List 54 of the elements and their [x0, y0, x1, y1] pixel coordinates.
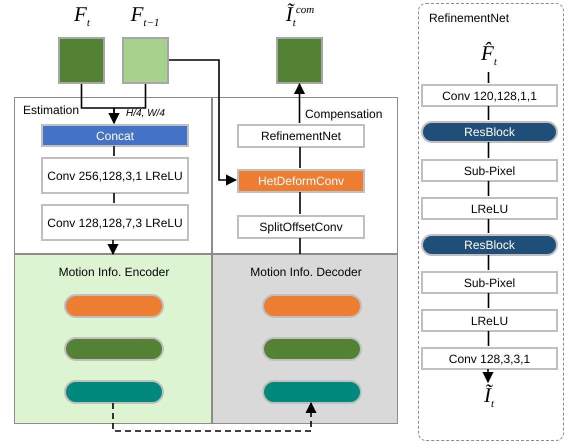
layer-pill — [64, 380, 164, 404]
math-label: F̂$_{t}$ — [471, 41, 507, 73]
module-panel — [418, 3, 564, 441]
layer-block: Concat — [41, 124, 189, 147]
block-pill: ResBlock — [421, 234, 558, 256]
connector-line — [488, 181, 490, 196]
layer-block: LReLU — [421, 197, 558, 220]
module-panel — [14, 254, 212, 424]
layer-block: Conv 128,3,3,1 — [421, 347, 558, 370]
layer-pill — [262, 337, 362, 361]
math-label: F$_{t}$ — [73, 2, 92, 30]
arrow — [169, 59, 238, 186]
layer-pill — [64, 337, 164, 361]
block-pill: ResBlock — [421, 121, 558, 143]
math-label: Ĩ$_{t}$ — [471, 383, 507, 417]
size-note: H/4, W/4 — [126, 108, 165, 119]
panel-title: RefinementNet — [429, 11, 510, 25]
layer-block: LReLU — [421, 309, 558, 332]
connector-line — [488, 106, 490, 120]
module-panel — [14, 97, 212, 254]
layer-pill — [262, 380, 362, 404]
connector-line — [488, 255, 490, 270]
connector-line — [299, 192, 301, 214]
connector-line — [113, 193, 115, 203]
module-panel — [212, 97, 398, 254]
panel-title: Motion Info. Decoder — [249, 265, 363, 279]
layer-block: Conv 120,128,1,1 — [421, 84, 558, 107]
module-panel — [212, 254, 398, 424]
layer-block: Conv 256,128,3,1 LReLU — [41, 157, 189, 194]
panel-title: Compensation — [305, 107, 382, 121]
arrow — [107, 240, 119, 256]
panel-title: Motion Info. Encoder — [58, 265, 170, 279]
connector-line — [299, 238, 301, 254]
connector-line — [488, 142, 490, 158]
layer-block: HetDeformConv — [237, 169, 365, 193]
math-label: F$_{t−1}$ — [130, 2, 160, 30]
connector-line — [488, 72, 490, 83]
connector-line — [299, 147, 301, 168]
panel-title: Estimation — [23, 103, 80, 117]
connector-line — [113, 146, 115, 156]
layer-pill — [262, 294, 362, 318]
layer-block: SplitOffsetConv — [237, 215, 365, 239]
layer-block: Sub-Pixel — [421, 271, 558, 294]
connector-line — [488, 331, 490, 346]
layer-block: Conv 128,128,7,3 LReLU — [41, 204, 189, 241]
arrow — [294, 82, 306, 123]
layer-pill — [64, 294, 164, 318]
arrow — [482, 369, 494, 384]
arrow — [112, 402, 317, 432]
connector-line — [488, 293, 490, 308]
connector-line — [488, 219, 490, 233]
arrow — [108, 84, 146, 124]
layer-block: Sub-Pixel — [421, 159, 558, 182]
layer-block: RefinementNet — [237, 124, 365, 148]
